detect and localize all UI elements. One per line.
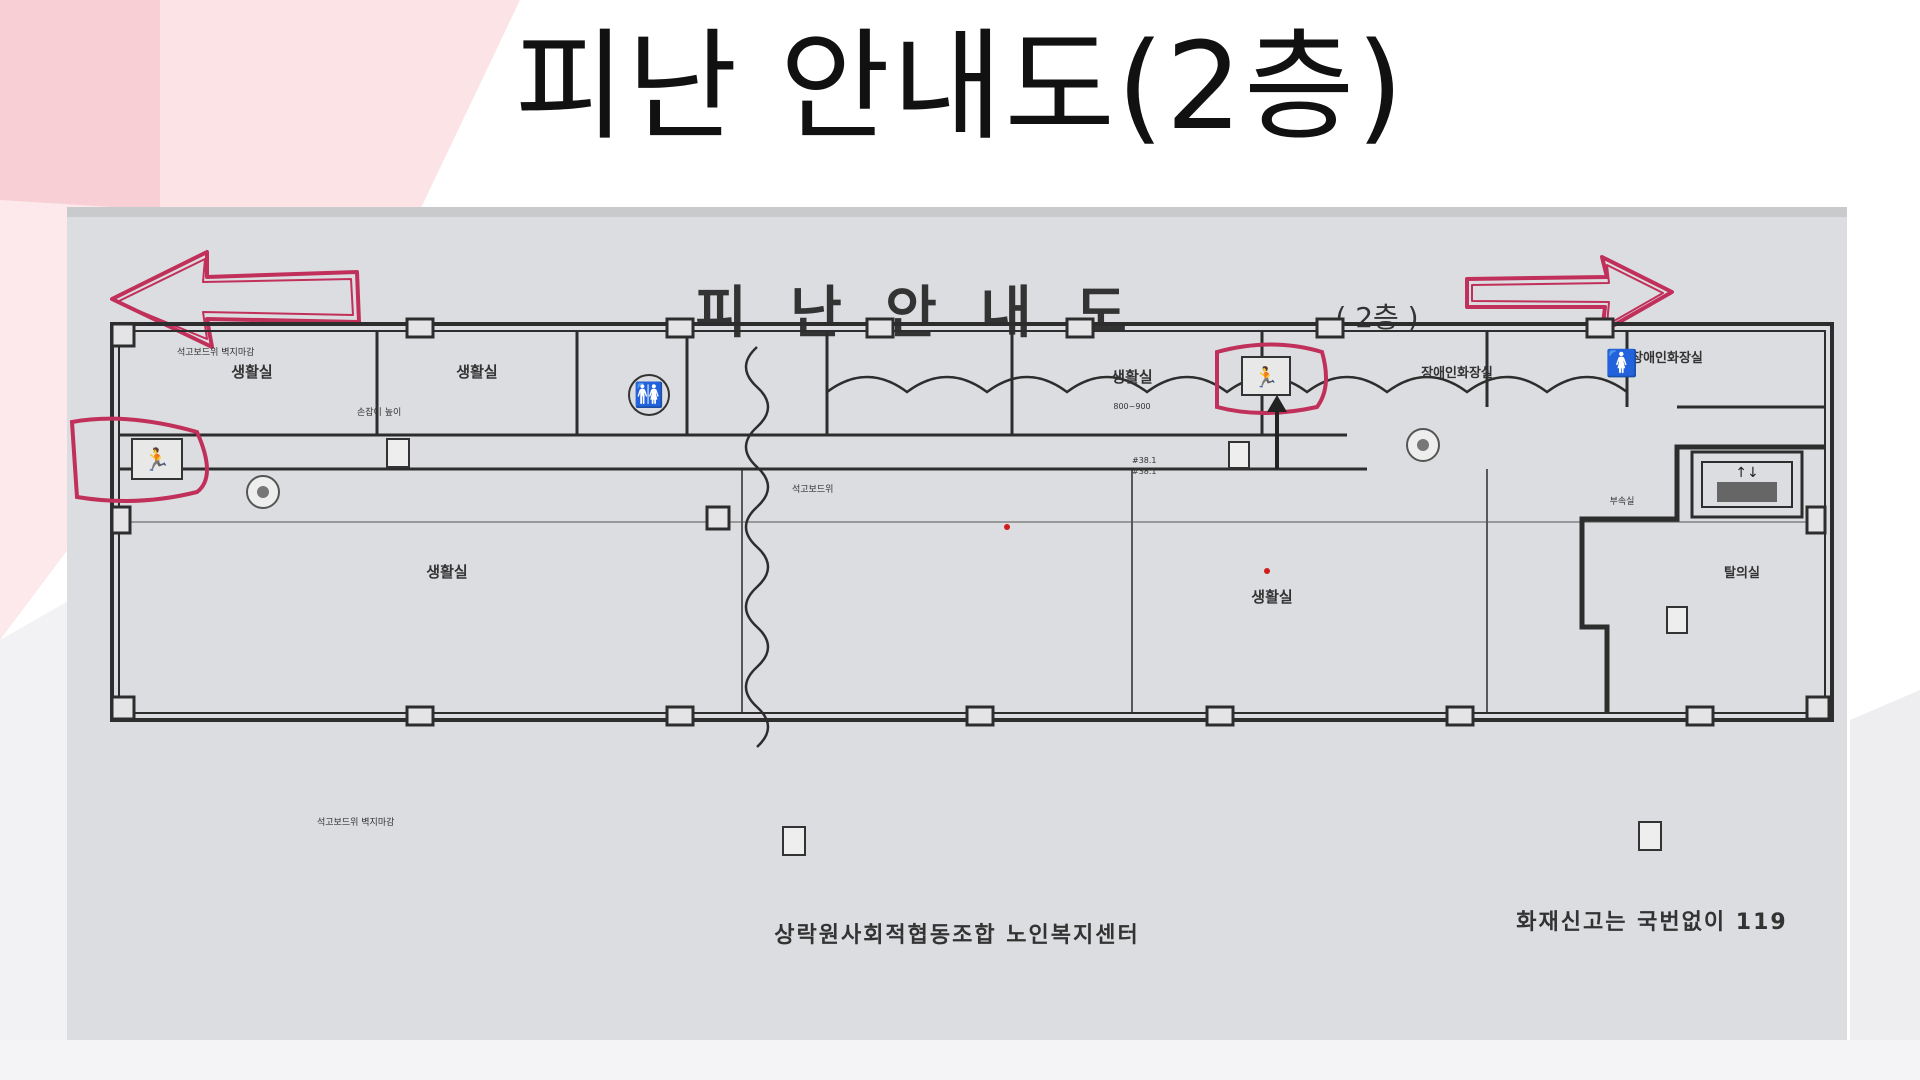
svg-text:🏃: 🏃 — [143, 447, 170, 473]
elevator-icon: ↑↓ — [1717, 465, 1777, 502]
note-dimension: 800~900 — [1113, 402, 1150, 411]
note-gypsum: 석고보드위 — [792, 484, 833, 495]
room-label-disabled-wc-2: 장애인화장실 — [1631, 350, 1703, 366]
room-label-living-3: 생활실 — [1111, 368, 1152, 386]
emergency-exit-left: 🏃 — [69, 416, 209, 503]
plan-heading: 피 난 안 내 도 — [695, 281, 1139, 346]
evacuation-arrow-left-icon — [110, 250, 361, 349]
note-wall-finish-top: 석고보드위 벽지마감 — [177, 346, 254, 358]
room-label-bath: 탈의실 — [1724, 565, 1760, 581]
slide-title: 피난 안내도(2층) — [514, 18, 1406, 157]
note-wall-finish-bottom: 석고보드위 벽지마감 — [317, 816, 394, 828]
note-elevation-2: #38.1 — [1132, 467, 1157, 476]
room-label-living-5: 생활실 — [1251, 588, 1292, 606]
room-label-disabled-wc-1: 장애인화장실 — [1421, 365, 1493, 381]
room-label-storage: 부속실 — [1610, 496, 1635, 507]
svg-text:🏃: 🏃 — [1254, 365, 1279, 389]
partition-curtains — [744, 346, 1628, 748]
restroom-icon-right: 🚺 — [1606, 348, 1638, 379]
note-elevation-1: #38.1 — [1132, 456, 1157, 465]
fire-extinguisher-icon — [386, 438, 1688, 856]
emergency-exit-sign-icon — [1241, 356, 1291, 396]
room-label-living-2: 생활실 — [456, 363, 497, 381]
plan-footer-right: 화재신고는 국번없이 119 — [1516, 910, 1787, 935]
plan-heading-floor: ( 2층 ) — [1335, 301, 1418, 334]
svg-text:🚺: 🚺 — [1606, 348, 1638, 379]
room-label-living-1: 생활실 — [231, 363, 272, 381]
evacuation-arrow-right-icon — [1465, 255, 1674, 334]
plan-footer-left: 상락원사회적협동조합 노인복지센터 — [774, 922, 1140, 948]
floor-plan-drawing: 피 난 안 내 도 ( 2층 ) — [67, 207, 1847, 1040]
emergency-exit-center: 🏃 — [1215, 342, 1328, 469]
svg-text:↑↓: ↑↓ — [1735, 465, 1758, 481]
floor-plan-photo: 피 난 안 내 도 ( 2층 ) — [67, 207, 1847, 1040]
room-label-living-4: 생활실 — [426, 563, 467, 581]
note-handrail: 손잡이 높이 — [357, 406, 401, 418]
svg-text:🚻: 🚻 — [634, 381, 664, 409]
restroom-icon: 🚻 — [628, 374, 670, 416]
emergency-exit-sign-icon — [131, 438, 183, 480]
wall-columns — [110, 317, 1831, 727]
